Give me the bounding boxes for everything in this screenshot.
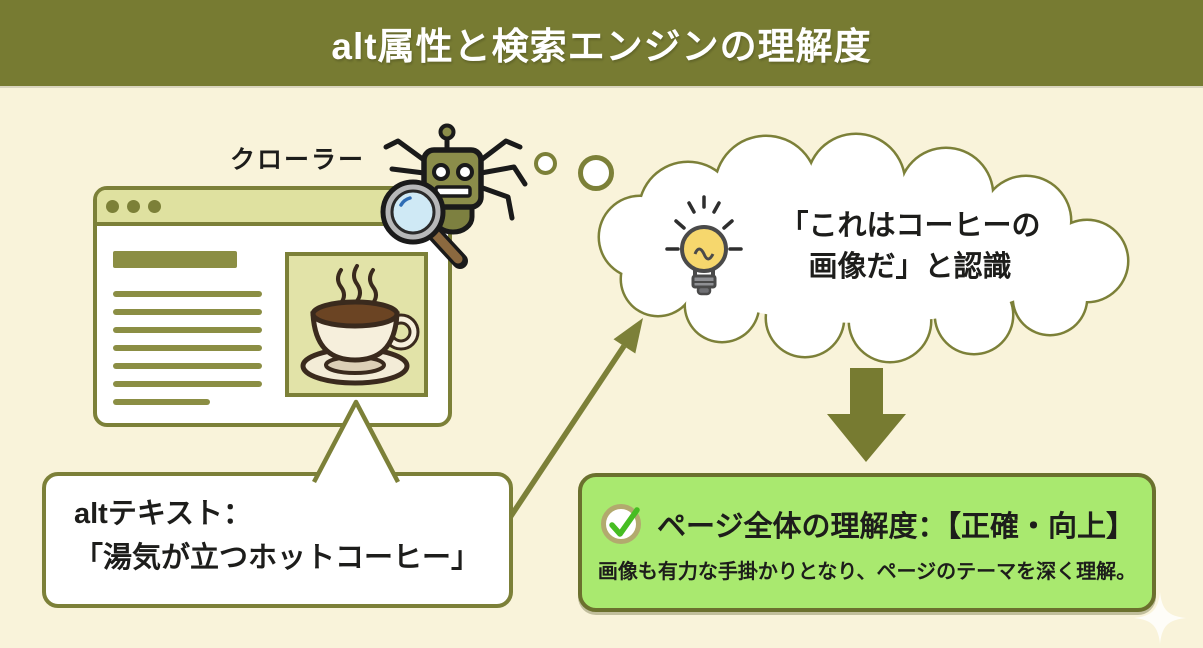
window-control-dot (148, 199, 161, 213)
text-placeholder-line (113, 291, 262, 297)
text-placeholder-line (113, 399, 210, 405)
crawler-label: クローラー (230, 146, 366, 174)
bubble-tail (312, 399, 400, 484)
text-placeholder-line (113, 309, 262, 315)
result-box: ページ全体の理解度：【正確・向上】 画像も有力な手掛かりとなり、ページのテーマを… (578, 473, 1156, 612)
alt-text-line-2: 「湯気が立つホットコーヒー」 (74, 542, 481, 575)
thought-cloud (597, 132, 1130, 364)
check-circle-icon (601, 504, 642, 544)
thought-dot-small (534, 152, 557, 175)
text-placeholder-line (113, 381, 262, 387)
robot-spider-icon (380, 123, 528, 269)
title-bar: alt属性と検索エンジンの理解度 (0, 0, 1203, 86)
result-title: ページ全体の理解度：【正確・向上】 (657, 511, 1135, 543)
thought-dot-large (578, 155, 614, 191)
recognition-line-1: 「これはコーヒーの (779, 210, 1041, 242)
coffee-cup-icon (300, 264, 420, 386)
result-subtitle: 画像も有力な手掛かりとなり、ページのテーマを深く理解。 (597, 561, 1137, 583)
magnifying-glass-icon (380, 179, 468, 269)
down-arrow (827, 368, 906, 462)
page-title: alt属性と検索エンジンの理解度 (331, 26, 872, 67)
alt-text-line-1: altテキスト： (74, 498, 252, 530)
recognition-line-2: 画像だ」と認識 (808, 251, 1012, 284)
alt-text-bubble: altテキスト： 「湯気が立つホットコーヒー」 (42, 472, 513, 608)
heading-placeholder-bar (113, 251, 237, 268)
arrow-to-cloud (500, 318, 643, 530)
window-control-dot (127, 199, 140, 213)
lightbulb-icon (665, 195, 743, 296)
sparkle-icon (1134, 592, 1186, 644)
text-placeholder-lines (113, 291, 262, 405)
webpage-image-box (285, 252, 428, 397)
text-placeholder-line (113, 363, 262, 369)
text-placeholder-line (113, 327, 262, 333)
recognition-text: 「これはコーヒーの 画像だ」と認識 (745, 206, 1075, 288)
text-placeholder-line (113, 345, 262, 351)
window-control-dot (106, 199, 119, 213)
